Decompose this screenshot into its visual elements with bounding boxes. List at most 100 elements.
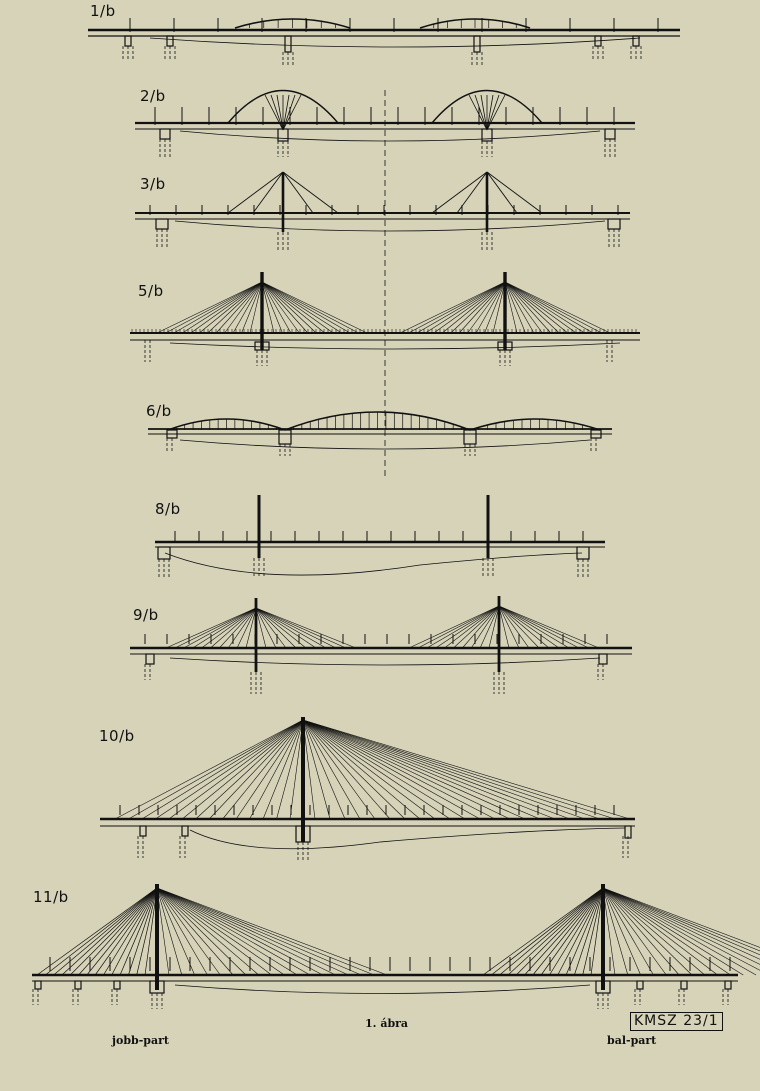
stay-cable [249,281,263,334]
stay-cable [261,281,300,334]
stay-cable [504,281,585,334]
stay-cable [302,719,466,820]
pier [604,128,616,140]
stay-cable [227,171,284,214]
stay-cable [498,605,540,649]
bridge-variant-1b [88,18,680,66]
stay-cable [261,281,325,334]
stay-cable [168,719,304,820]
strut [282,94,302,131]
stay-cable [431,171,488,214]
stay-cable [504,281,602,334]
stay-cable [602,887,760,965]
stay-cable [183,607,257,649]
stay-cable [165,607,257,649]
stay-cable [302,719,406,820]
strut [474,94,488,131]
stay-cable [219,607,257,649]
stay-cable [498,605,590,649]
stay-cable [224,281,263,334]
stay-cable [458,281,506,334]
stay-cable [302,719,496,820]
stay-cable [255,607,267,649]
strut [270,94,284,131]
stay-cable [209,719,304,820]
stay-cable [565,887,604,976]
variant-label-8b: 8/b [155,500,181,518]
stay-cable [156,887,259,976]
pier [157,546,171,560]
stay-cable [504,281,611,334]
stay-cable [524,887,604,976]
stay-cable [488,605,500,649]
stay-cable [174,607,257,649]
stay-cable [261,281,359,334]
stay-cable [504,281,518,334]
stay-cable [261,281,368,334]
pier [278,429,292,445]
stay-cable [504,281,560,334]
stay-cable [475,281,506,334]
pier [636,980,644,990]
stay-cable [128,887,158,976]
stay-cable [302,719,481,820]
stay-cable [302,719,511,820]
stay-cable [540,887,604,976]
stay-cable [261,281,342,334]
stay-cable [156,887,170,976]
stay-cable [602,887,693,976]
document-stamp: KMSZ 23/1 [630,1012,723,1031]
strut [486,94,500,131]
stay-cable [486,171,518,214]
stay-cable [156,887,375,976]
riverbed-line [174,220,606,232]
stay-cable [302,719,541,820]
stay-cable [201,607,257,649]
stay-cable [574,887,604,976]
pier [155,218,169,230]
stay-cable [182,281,263,334]
stay-cable [417,605,500,649]
stay-cable [282,171,339,214]
strut [486,94,494,131]
stay-cable [252,171,284,214]
pier [607,218,621,230]
stay-cable [302,719,631,820]
stay-cable [156,887,247,976]
stay-cable [498,605,600,649]
stay-cable [156,887,208,976]
stay-cable [482,887,604,976]
stay-cable [156,887,195,976]
stay-cable [602,887,731,976]
stay-cable [504,281,552,334]
stay-cable [302,719,316,820]
stay-cable [119,887,158,976]
stay-cable [199,281,263,334]
stay-cable [261,281,351,334]
stay-cable [444,605,500,649]
stay-cable [255,607,337,649]
stay-cable [549,887,604,976]
stay-cable [498,605,530,649]
strut [264,94,284,131]
stay-cable [302,719,616,820]
stay-cable [462,605,500,649]
stay-cable [255,607,327,649]
stay-cable [241,281,263,334]
stay-cable [156,887,285,976]
stay-cable [557,887,604,976]
stay-cable [302,719,586,820]
stay-cable [450,281,506,334]
stay-cable [435,605,500,649]
pier [632,35,640,47]
stay-cable [128,719,304,820]
pier [139,825,147,837]
stay-cable [222,719,304,820]
riverbed-line [169,342,621,350]
stay-cable [156,281,263,334]
stay-cable [255,607,347,649]
variant-label-9b: 9/b [133,606,159,624]
stay-cable [399,281,506,334]
stay-cable [408,605,500,649]
stay-cable [426,605,500,649]
